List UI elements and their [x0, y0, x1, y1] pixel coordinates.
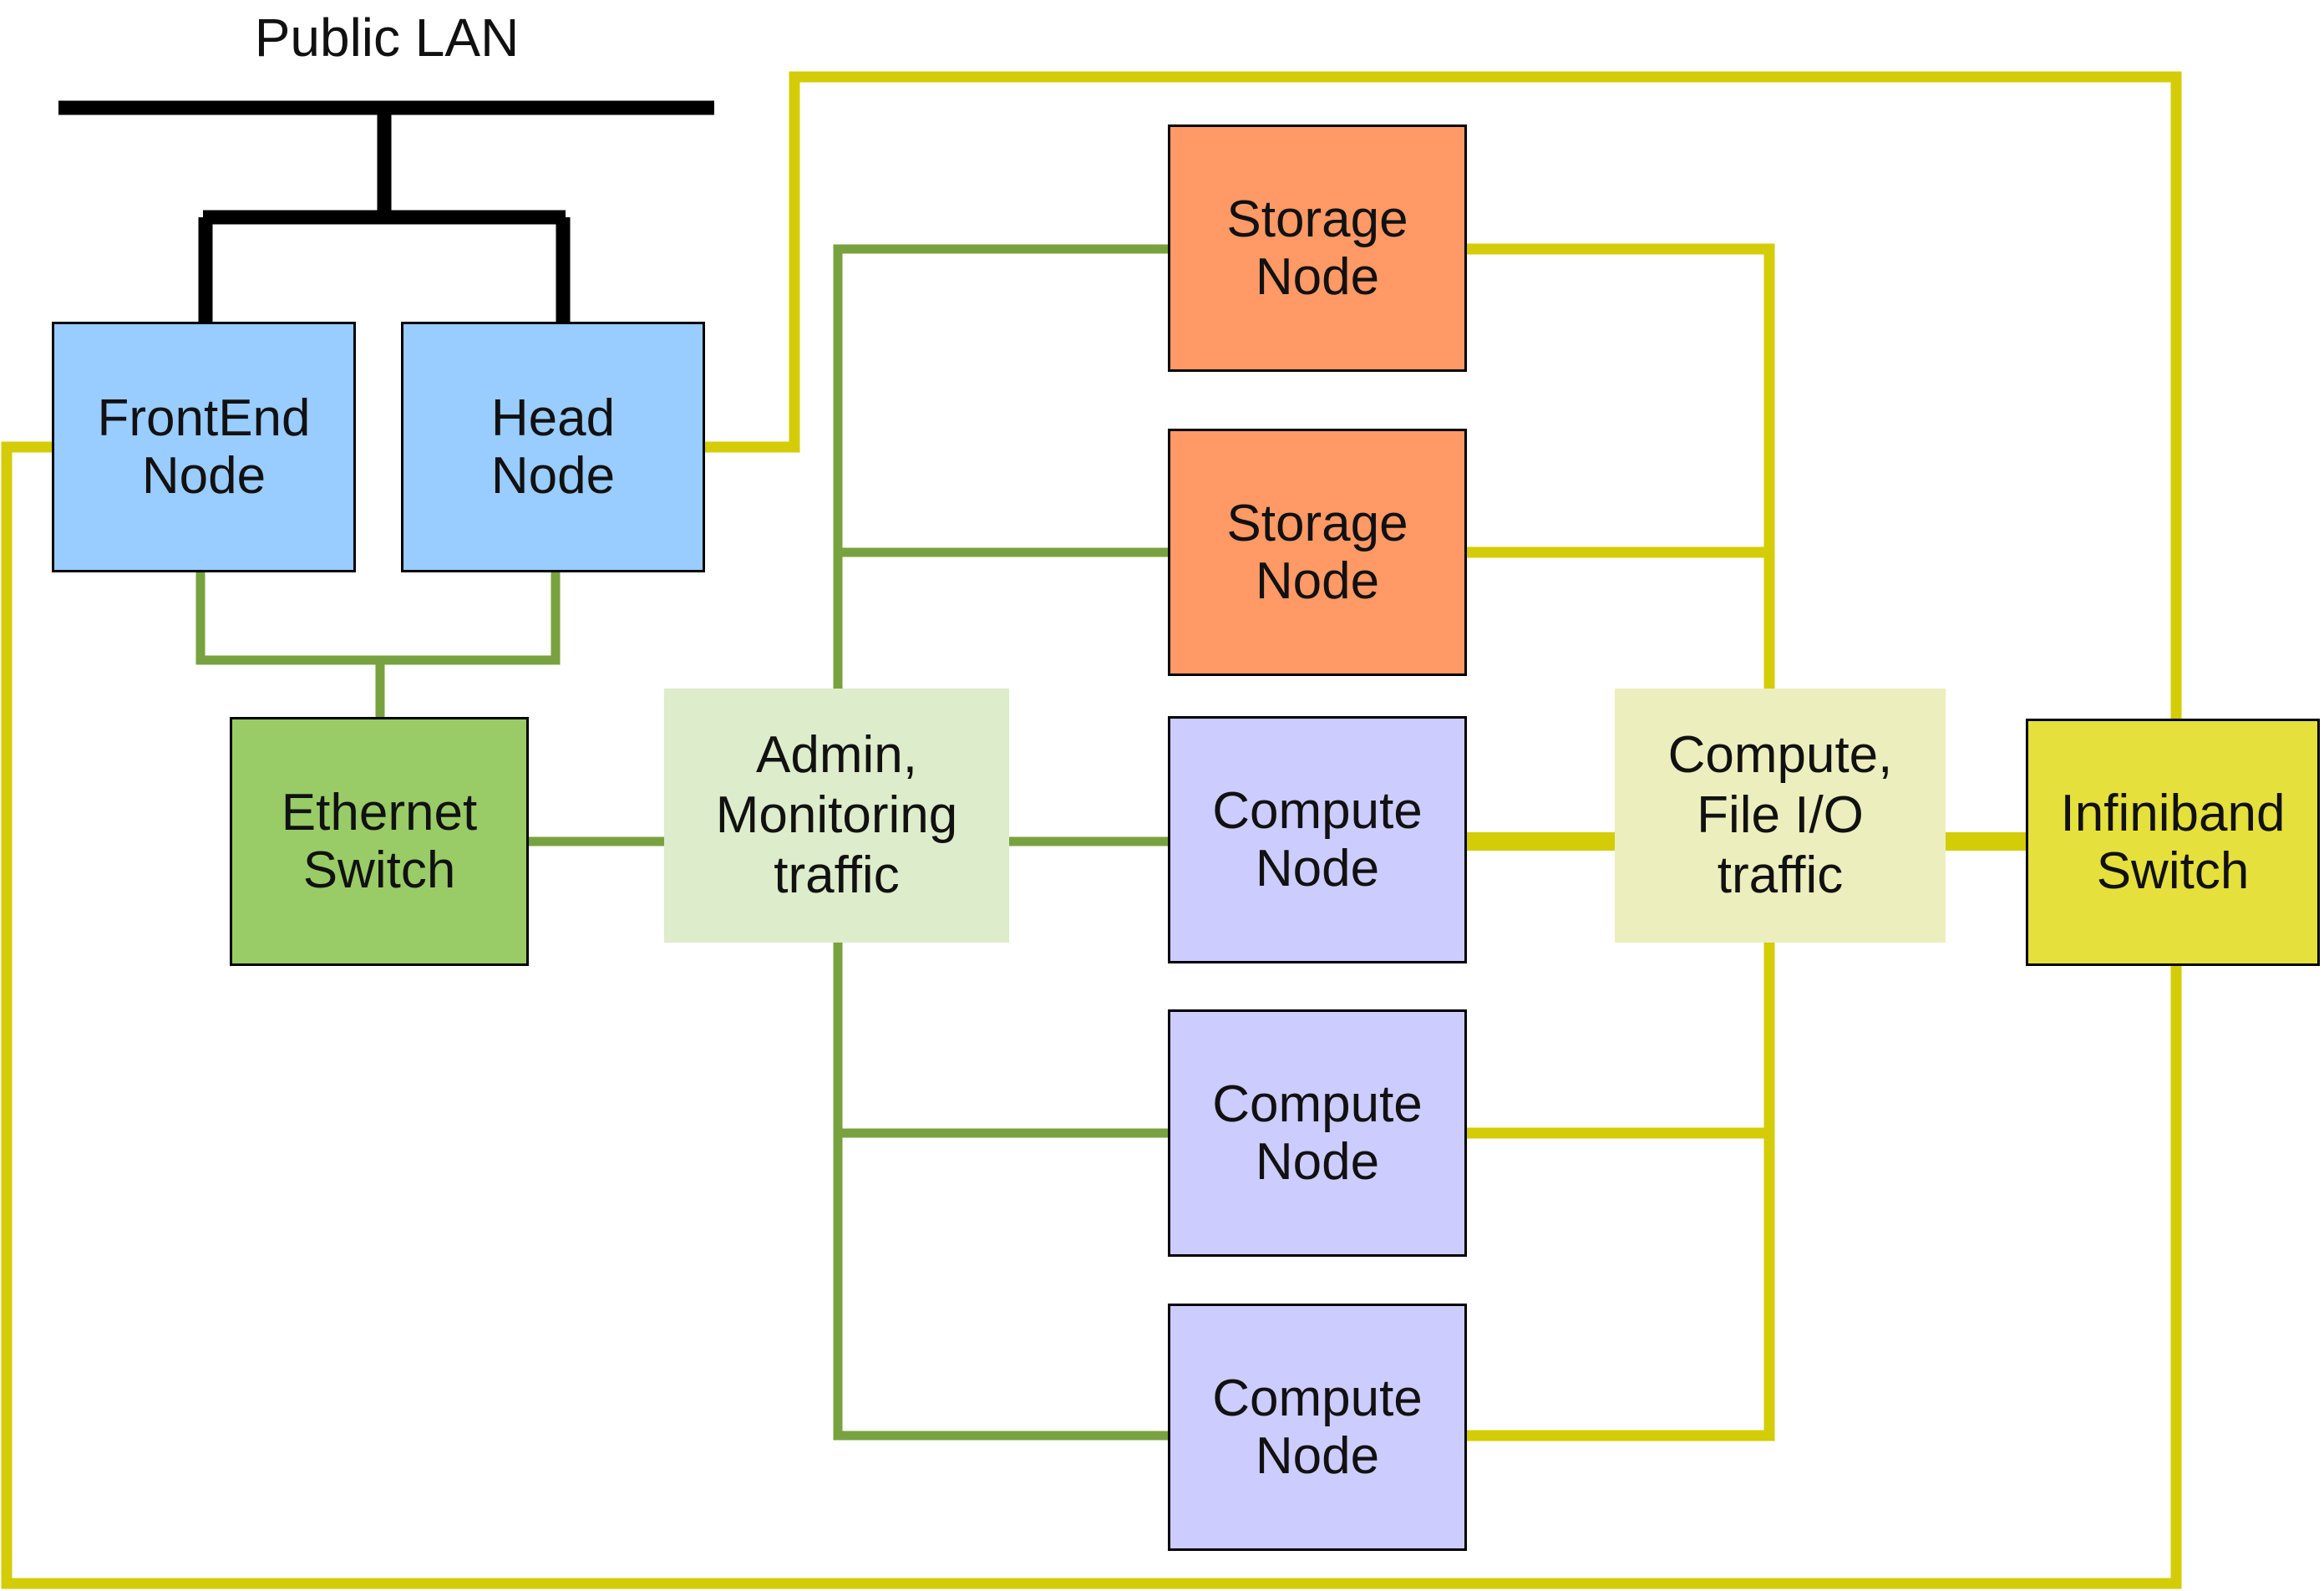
compute-node-1[interactable]: Compute Node: [1168, 716, 1467, 963]
wire-frontend-head-to-ethernet-bus: [195, 567, 561, 665]
storage-node-2[interactable]: Storage Node: [1168, 429, 1467, 676]
wire-head-node-to-infiniband-switch: [699, 71, 2182, 724]
compute-node-3[interactable]: Compute Node: [1168, 1304, 1467, 1551]
public-lan-label: Public LAN: [254, 8, 520, 68]
ethernet-switch[interactable]: Ethernet Switch: [230, 717, 529, 966]
compute-file-io-traffic-label: Compute, File I/O traffic: [1615, 689, 1946, 943]
infiniband-switch[interactable]: Infiniband Switch: [2026, 719, 2320, 966]
head-node[interactable]: Head Node: [401, 322, 705, 572]
storage-node-1[interactable]: Storage Node: [1168, 125, 1467, 372]
frontend-node[interactable]: FrontEnd Node: [52, 322, 356, 572]
public-lan-wires: [58, 100, 714, 326]
wire-frontend-node-to-infiniband-switch: [1, 441, 2182, 1589]
compute-node-2[interactable]: Compute Node: [1168, 1009, 1467, 1257]
admin-monitoring-traffic-label: Admin, Monitoring traffic: [664, 689, 1009, 943]
infiniband-wires: [1, 71, 2182, 1589]
